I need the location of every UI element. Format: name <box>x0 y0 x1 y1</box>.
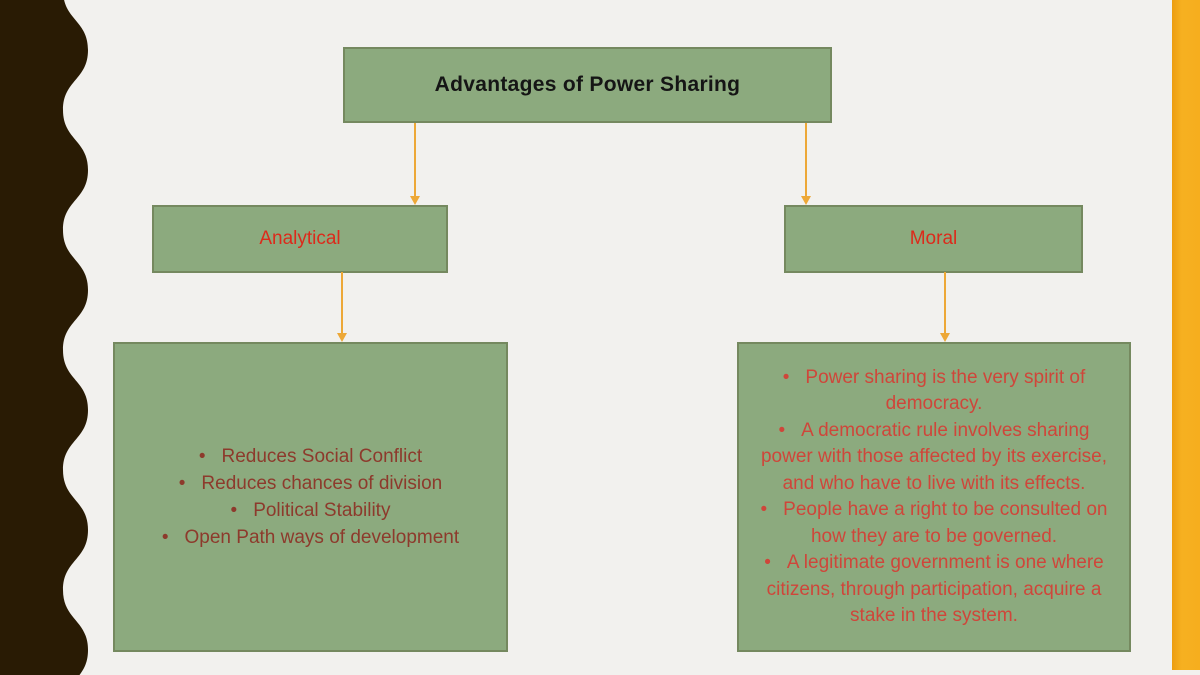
bullet-dot-icon: • <box>161 527 169 548</box>
title-box: Advantages of Power Sharing <box>343 47 832 123</box>
moral-branch-label: Moral <box>909 228 958 249</box>
bullet-dot-icon: • <box>230 500 238 521</box>
bullet-text: People have a right to be consulted on h… <box>783 499 1108 547</box>
analytical-branch-label: Analytical <box>259 228 341 249</box>
connector-line <box>341 272 343 334</box>
connector-line <box>944 272 946 334</box>
bullet-text: Open Path ways of development <box>184 527 460 548</box>
moral-detail-box: • Power sharing is the very spirit of dem… <box>737 342 1131 652</box>
bullet-dot-icon: • <box>198 446 206 467</box>
bullet-dot-icon: • <box>178 473 186 494</box>
arrowhead-down-icon <box>940 333 950 342</box>
bullet-text: A democratic rule involves sharing power… <box>760 419 1108 494</box>
bullet-text: Political Stability <box>253 500 391 521</box>
slide-title: Advantages of Power Sharing <box>434 73 741 96</box>
list-item: • Reduces chances of division <box>115 470 506 497</box>
connector-line <box>805 123 807 197</box>
right-accent-strip-decoration <box>1172 0 1200 670</box>
analytical-branch-box: Analytical <box>152 205 448 273</box>
list-item: •A legitimate government is one where ci… <box>751 550 1117 630</box>
moral-branch-box: Moral <box>784 205 1083 273</box>
list-item: • Political Stability <box>115 497 506 524</box>
bullet-text: A legitimate government is one where cit… <box>766 552 1104 626</box>
bullet-dot-icon: • <box>782 366 790 388</box>
bullet-text: Power sharing is the very spirit of demo… <box>805 366 1086 415</box>
list-item: • Open Path ways of development <box>115 524 506 551</box>
list-item: •A democratic rule involves sharing powe… <box>751 418 1117 498</box>
bullet-dot-icon: • <box>764 552 771 573</box>
wavy-left-band-decoration <box>0 0 88 675</box>
arrowhead-down-icon <box>801 196 811 205</box>
analytical-detail-box: • Reduces Social Conflict • Reduces chance… <box>113 342 508 652</box>
arrowhead-down-icon <box>337 333 347 342</box>
arrowhead-down-icon <box>410 196 420 205</box>
list-item: • Reduces Social Conflict <box>115 443 506 470</box>
bullet-text: Reduces Social Conflict <box>221 446 423 467</box>
bullet-dot-icon: • <box>778 419 786 441</box>
connector-line <box>414 123 416 197</box>
list-item: • People have a right to be consulted on … <box>751 497 1117 550</box>
bullet-dot-icon: • <box>760 499 768 520</box>
list-item: • Power sharing is the very spirit of dem… <box>751 365 1117 418</box>
bullet-text: Reduces chances of division <box>201 473 443 494</box>
